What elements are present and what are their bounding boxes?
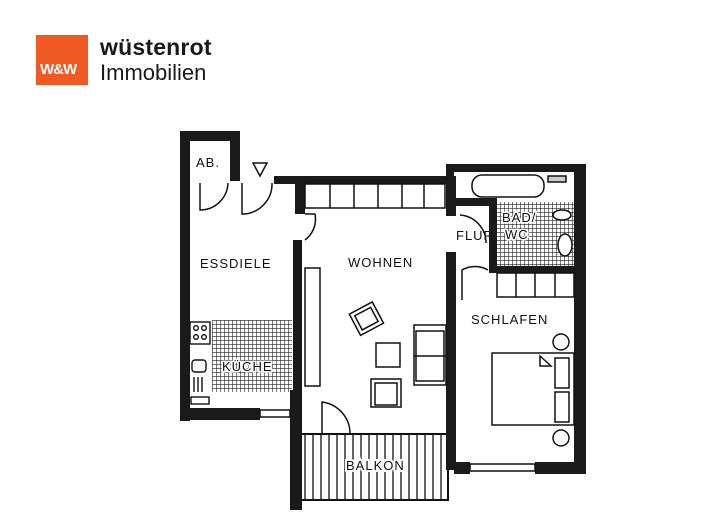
logo-mark-text: W&W [40, 61, 77, 78]
bedroom-furniture [491, 333, 575, 447]
brand-subtitle: Immobilien [100, 60, 207, 85]
balcony-slats [299, 433, 449, 501]
kitchen-floor-tiles [212, 320, 292, 392]
living-furniture [304, 267, 447, 408]
room-label-wc: WC [505, 227, 529, 242]
room-label-kueche: KÜCHE [222, 359, 273, 374]
walls [180, 131, 586, 510]
ww-logo-mark: W&W [36, 35, 88, 85]
windows [259, 183, 575, 472]
room-label-wohnen: WOHNEN [348, 255, 413, 270]
bathroom-fixtures [471, 174, 573, 257]
entrance-triangle-icon [251, 162, 269, 178]
room-label-balkon: BALKON [346, 458, 405, 473]
room-label-essdiele: ESSDIELE [200, 256, 272, 271]
room-label-schlafen: SCHLAFEN [471, 312, 548, 327]
room-label-ab: AB. [196, 155, 220, 170]
brand-name: wüstenrot [100, 34, 212, 60]
door-swings [199, 182, 489, 435]
wuestenrot-logo: W&W wüstenrot Immobilien [36, 35, 212, 85]
room-label-bad: BAD/ [502, 210, 536, 225]
room-label-flur: FLUR [456, 228, 494, 243]
kitchen-appliances [189, 321, 211, 405]
logo-wordmark: wüstenrot Immobilien [100, 36, 212, 84]
